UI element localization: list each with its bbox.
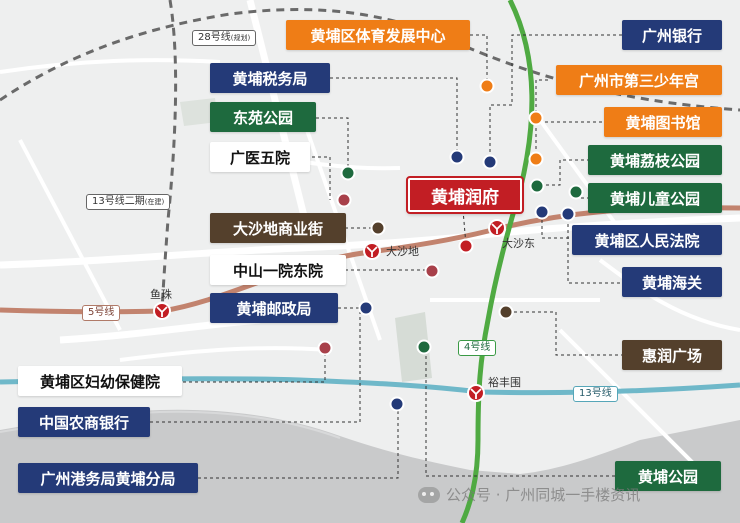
watermark: 公众号 · 广州同城一手楼资讯 xyxy=(418,484,640,505)
station-markers xyxy=(153,219,506,402)
label-childrens-park: 黄埔儿童公园 xyxy=(588,183,722,213)
focus-project-dot xyxy=(458,238,474,254)
line-13-phase2-tag: 13号线二期(在建) xyxy=(86,194,171,210)
label-port-bureau: 广州港务局黄埔分局 xyxy=(18,463,198,493)
label-library: 黄埔图书馆 xyxy=(604,107,722,137)
label-gy5-hospital: 广医五院 xyxy=(210,142,310,172)
station-dashadong: 大沙东 xyxy=(502,237,535,250)
post-bureau-dot xyxy=(358,300,374,316)
label-post-bureau: 黄埔邮政局 xyxy=(210,293,338,323)
label-sports-center: 黄埔区体育发展中心 xyxy=(286,20,470,50)
label-court: 黄埔区人民法院 xyxy=(572,225,722,255)
park-block xyxy=(395,312,432,382)
station-yufengwei: 裕丰围 xyxy=(488,376,521,389)
line-28-tag: 28号线(规划) xyxy=(192,30,257,46)
label-lizhi-park: 黄埔荔枝公园 xyxy=(588,145,722,175)
line-5-tag: 5号线 xyxy=(82,305,121,321)
label-abc-bank: 中国农商银行 xyxy=(18,407,150,437)
wechat-icon xyxy=(418,486,440,503)
dongyuan-park-dot xyxy=(340,165,356,181)
label-customs: 黄埔海关 xyxy=(622,267,722,297)
label-youth-palace: 广州市第三少年宫 xyxy=(556,65,722,95)
green-block xyxy=(180,98,218,126)
station-dashadi: 大沙地 xyxy=(386,245,419,258)
label-dashadi-street: 大沙地商业街 xyxy=(210,213,346,243)
line-13-phase2-name: 13号线二期 xyxy=(92,196,145,207)
line-5-name: 5号线 xyxy=(88,307,115,318)
label-maternal-hospital: 黄埔区妇幼保健院 xyxy=(18,366,182,396)
poi-dots xyxy=(317,78,584,412)
watermark-text: 公众号 · 广州同城一手楼资讯 xyxy=(446,486,641,504)
station-yuzhu: 鱼珠 xyxy=(150,288,172,301)
childrens-park-dot xyxy=(568,184,584,200)
line-13-name: 13号线 xyxy=(579,388,612,399)
line-4-tag: 4号线 xyxy=(458,340,497,356)
library-dot xyxy=(528,151,544,167)
metro-icon xyxy=(488,219,506,237)
zs1-hospital-dot xyxy=(424,263,440,279)
sports-center-dot xyxy=(479,78,495,94)
line-28-note: (规划) xyxy=(230,34,251,42)
line-4-route xyxy=(459,0,535,523)
court-dot xyxy=(534,204,550,220)
gz-bank-dot xyxy=(482,154,498,170)
label-tax-bureau: 黄埔税务局 xyxy=(210,63,330,93)
dashadi-street-dot xyxy=(370,220,386,236)
tax-bureau-dot xyxy=(449,149,465,165)
line-28-name: 28号线 xyxy=(198,32,231,43)
metro-icon xyxy=(467,384,485,402)
river xyxy=(0,409,740,523)
label-huirun-plaza: 惠润广场 xyxy=(622,340,722,370)
huangpu-park-dot xyxy=(416,339,432,355)
line-13-phase2-route xyxy=(160,0,178,313)
label-huangpu-park: 黄埔公园 xyxy=(615,461,721,491)
label-dongyuan-park: 东苑公园 xyxy=(210,102,316,132)
lizhi-park-dot xyxy=(529,178,545,194)
label-gz-bank: 广州银行 xyxy=(622,20,722,50)
huirun-plaza-dot xyxy=(498,304,514,320)
metro-icon xyxy=(363,242,381,260)
port-bureau-dot xyxy=(389,396,405,412)
metro-icon xyxy=(153,302,171,320)
gy5-hospital-dot xyxy=(336,192,352,208)
maternal-hospital-dot xyxy=(317,340,333,356)
youth-palace-dot xyxy=(528,110,544,126)
customs-dot xyxy=(560,206,576,222)
line-4-name: 4号线 xyxy=(464,342,491,353)
line-13-phase2-note: (在建) xyxy=(144,198,165,206)
line-13-tag: 13号线 xyxy=(573,386,618,402)
label-zs1-hospital: 中山一院东院 xyxy=(210,255,346,285)
label-focus-project: 黄埔润府 xyxy=(406,176,524,214)
